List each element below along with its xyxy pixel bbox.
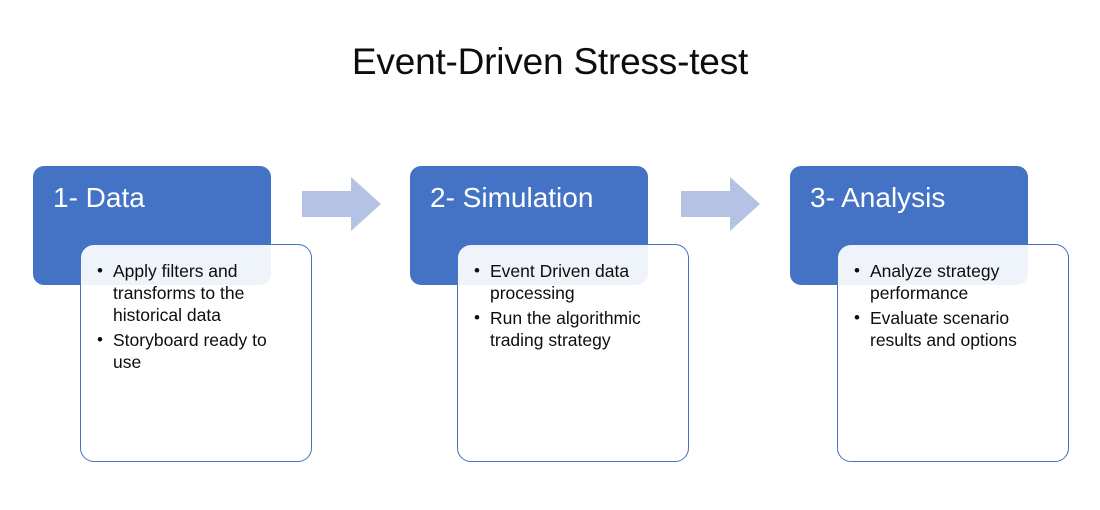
- step-header-label: 2- Simulation: [430, 182, 594, 213]
- page-title: Event-Driven Stress-test: [351, 41, 749, 82]
- right-arrow-icon: [681, 177, 760, 231]
- list-item: Apply filters and transforms to the hist…: [97, 260, 297, 327]
- step-bullet-list: Event Driven data processing Run the alg…: [458, 245, 688, 352]
- list-item: Analyze strategy performance: [854, 260, 1054, 305]
- step-bullet-list: Analyze strategy performance Evaluate sc…: [838, 245, 1068, 352]
- step-header-label: 3- Analysis: [810, 182, 946, 213]
- step-bullet-list: Apply filters and transforms to the hist…: [81, 245, 311, 373]
- step-body-simulation[interactable]: Event Driven data processing Run the alg…: [457, 244, 689, 462]
- step-group-data[interactable]: 1- Data Apply filters and transforms to …: [0, 0, 340, 510]
- step-body-analysis[interactable]: Analyze strategy performance Evaluate sc…: [837, 244, 1069, 462]
- list-item: Event Driven data processing: [474, 260, 674, 305]
- step-body-data[interactable]: Apply filters and transforms to the hist…: [80, 244, 312, 462]
- right-arrow-icon: [302, 177, 381, 231]
- list-item: Evaluate scenario results and options: [854, 307, 1054, 352]
- step-group-analysis[interactable]: 3- Analysis Analyze strategy performance…: [757, 0, 1097, 510]
- step-header-label: 1- Data: [53, 182, 145, 213]
- list-item: Run the algorithmic trading strategy: [474, 307, 674, 352]
- step-group-simulation[interactable]: 2- Simulation Event Driven data processi…: [377, 0, 717, 510]
- list-item: Storyboard ready to use: [97, 329, 297, 374]
